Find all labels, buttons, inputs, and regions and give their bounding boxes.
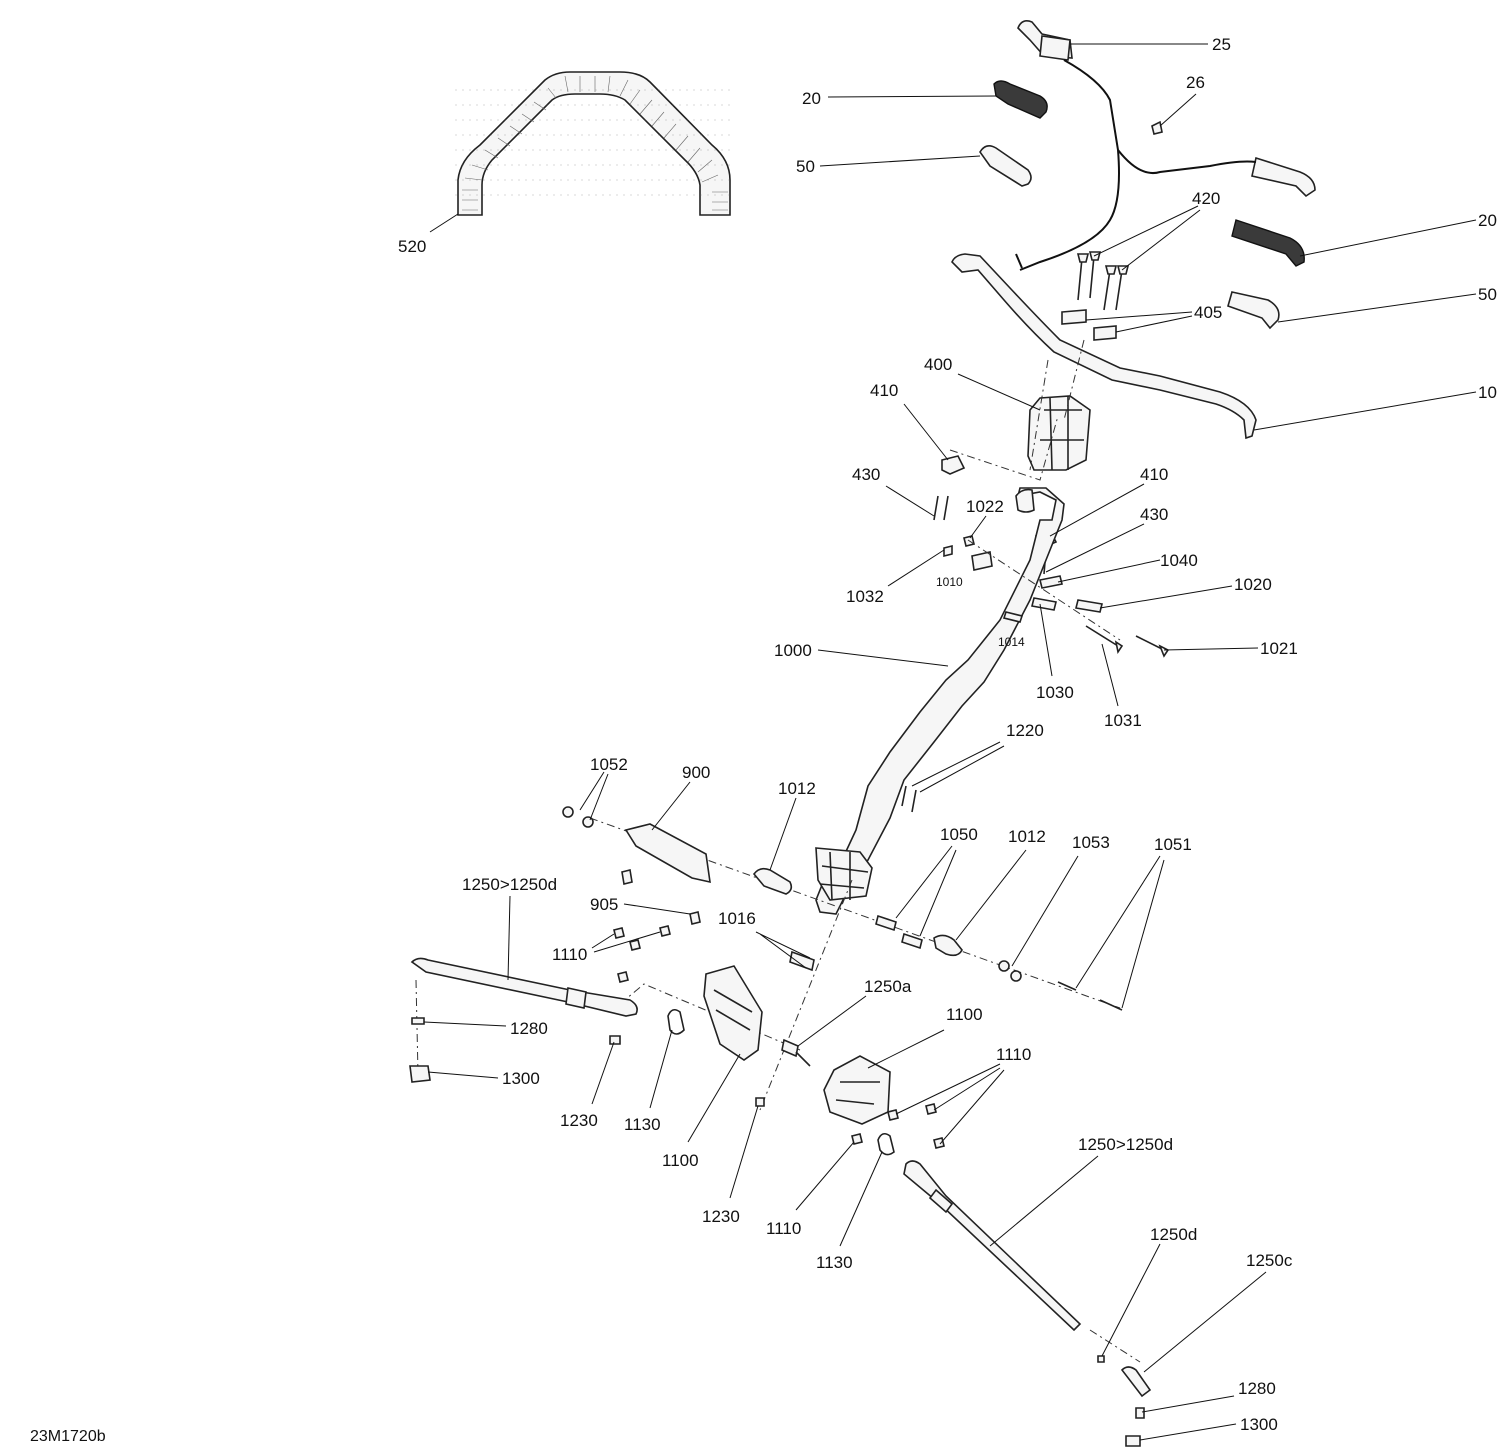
handlebar-assembly bbox=[951, 20, 1316, 440]
label-905: 905 bbox=[590, 895, 618, 914]
label-420: 420 bbox=[1192, 189, 1220, 208]
label-1220: 1220 bbox=[1006, 721, 1044, 740]
label-1040: 1040 bbox=[1160, 551, 1198, 570]
lower-steering-hardware bbox=[409, 806, 1152, 1447]
label-1130-right: 1130 bbox=[816, 1253, 853, 1272]
label-1130-left: 1130 bbox=[624, 1115, 661, 1134]
label-1010: 1010 bbox=[936, 575, 963, 589]
label-405: 405 bbox=[1194, 303, 1222, 322]
label-400: 400 bbox=[924, 355, 952, 374]
leader-lines bbox=[423, 43, 1477, 1441]
label-410-left: 410 bbox=[870, 381, 898, 400]
steering-column bbox=[415, 339, 1170, 1363]
label-1052: 1052 bbox=[590, 755, 628, 774]
label-1250a: 1250a bbox=[864, 977, 912, 996]
label-1022: 1022 bbox=[966, 497, 1004, 516]
label-1051: 1051 bbox=[1154, 835, 1192, 854]
label-20-right: 20 bbox=[1478, 211, 1497, 230]
label-1250-1250d-left: 1250>1250d bbox=[462, 875, 557, 894]
label-1031: 1031 bbox=[1104, 711, 1142, 730]
label-1280-left: 1280 bbox=[510, 1019, 548, 1038]
label-1230-bottom: 1230 bbox=[702, 1207, 740, 1226]
label-50-top: 50 bbox=[796, 157, 815, 176]
label-1032: 1032 bbox=[846, 587, 884, 606]
label-1014: 1014 bbox=[998, 635, 1025, 649]
drawing-reference-code: 23M1720b bbox=[30, 1428, 106, 1445]
handlebar-pad-illustration bbox=[455, 71, 731, 216]
label-1050: 1050 bbox=[940, 825, 978, 844]
label-1021: 1021 bbox=[1260, 639, 1298, 658]
label-1300-right: 1300 bbox=[1240, 1415, 1278, 1434]
label-1100-right: 1100 bbox=[946, 1005, 983, 1024]
label-50-right: 50 bbox=[1478, 285, 1497, 304]
label-1016: 1016 bbox=[718, 909, 756, 928]
label-520: 520 bbox=[398, 237, 426, 256]
label-900: 900 bbox=[682, 763, 710, 782]
label-410-right: 410 bbox=[1140, 465, 1168, 484]
label-1250-1250d-right: 1250>1250d bbox=[1078, 1135, 1173, 1154]
label-26: 26 bbox=[1186, 73, 1205, 92]
label-1012-left: 1012 bbox=[778, 779, 816, 798]
label-1020: 1020 bbox=[1234, 575, 1272, 594]
label-1053: 1053 bbox=[1072, 833, 1110, 852]
label-1100-left: 1100 bbox=[662, 1151, 699, 1170]
label-20-top: 20 bbox=[802, 89, 821, 108]
label-1300-left: 1300 bbox=[502, 1069, 540, 1088]
label-10: 10 bbox=[1478, 383, 1497, 402]
part-labels: 25 26 20 20 50 50 420 405 10 400 410 410… bbox=[398, 35, 1497, 1434]
label-430-left: 430 bbox=[852, 465, 880, 484]
label-1280-right: 1280 bbox=[1238, 1379, 1276, 1398]
label-1110-left: 1110 bbox=[552, 945, 587, 964]
label-1030: 1030 bbox=[1036, 683, 1074, 702]
label-1230-left: 1230 bbox=[560, 1111, 598, 1130]
label-1110-bottom: 1110 bbox=[766, 1219, 801, 1238]
label-1000: 1000 bbox=[774, 641, 812, 660]
label-1110-right: 1110 bbox=[996, 1045, 1031, 1064]
label-1012-right: 1012 bbox=[1008, 827, 1046, 846]
label-25: 25 bbox=[1212, 35, 1231, 54]
label-430-right: 430 bbox=[1140, 505, 1168, 524]
label-1250c: 1250c bbox=[1246, 1251, 1293, 1270]
label-1250d: 1250d bbox=[1150, 1225, 1197, 1244]
